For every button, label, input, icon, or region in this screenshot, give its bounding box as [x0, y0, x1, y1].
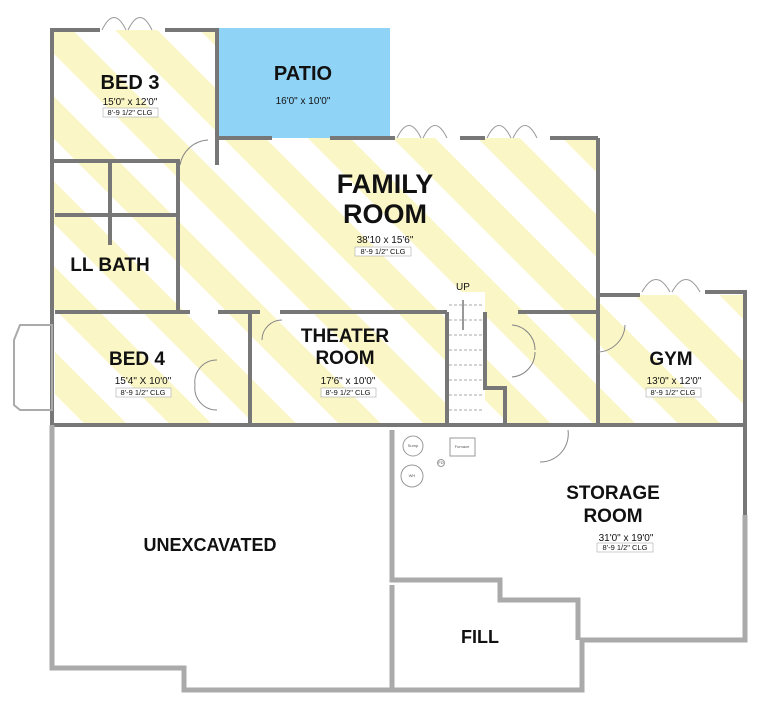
finished-floor-area [52, 30, 745, 425]
ll-bath-name: LL BATH [70, 255, 150, 276]
bed3-dims: 15'0" x 12'0" [103, 97, 158, 108]
bed4-name: BED 4 [109, 349, 165, 370]
storage-room-name-2: ROOM [583, 506, 642, 527]
family-room-ceiling: 8'-9 1/2" CLG [361, 247, 406, 256]
gym-dims: 13'0" x 12'0" [647, 376, 702, 387]
patio-dims: 16'0" x 10'0" [276, 96, 331, 107]
patio-area [218, 28, 390, 138]
unexcavated-label: UNEXCAVATED [143, 535, 276, 555]
theater-room-name-1: THEATER [301, 326, 390, 347]
bed4-ceiling: 8'-9 1/2" CLG [121, 388, 166, 397]
family-room-dims: 38'10 x 15'6" [357, 235, 414, 246]
doors [179, 139, 626, 463]
patio-name: PATIO [274, 63, 332, 85]
fill-label: FILL [461, 627, 499, 647]
mechanical-equipment [400, 435, 476, 488]
foundation-walls [13, 324, 748, 693]
bed3-ceiling: 8'-9 1/2" CLG [108, 108, 153, 117]
gym-name: GYM [649, 349, 692, 370]
floor-drain-label: FD [438, 460, 443, 465]
storage-room-ceiling: 8'-9 1/2" CLG [603, 543, 648, 552]
family-room-name-1: FAMILY [337, 169, 434, 199]
water-heater-label: WH [409, 473, 416, 478]
walls [50, 28, 747, 515]
stairs-up-label: UP [456, 282, 470, 293]
furnace-label: Furnace [455, 444, 470, 449]
theater-room-ceiling: 8'-9 1/2" CLG [326, 388, 371, 397]
stair-area [447, 292, 485, 425]
bed4-dims: 15'4" X 10'0" [115, 376, 172, 387]
gym-ceiling: 8'-9 1/2" CLG [651, 388, 696, 397]
sump-label: Sump [408, 443, 419, 448]
storage-room-dims: 31'0" x 19'0" [599, 533, 654, 544]
storage-room-name-1: STORAGE [566, 483, 660, 504]
stairs [449, 304, 483, 411]
windows [101, 17, 701, 293]
family-room-name-2: ROOM [343, 199, 427, 229]
theater-room-dims: 17'6" x 10'0" [321, 376, 376, 387]
bed3-name: BED 3 [101, 72, 160, 94]
theater-room-name-2: ROOM [315, 348, 374, 369]
